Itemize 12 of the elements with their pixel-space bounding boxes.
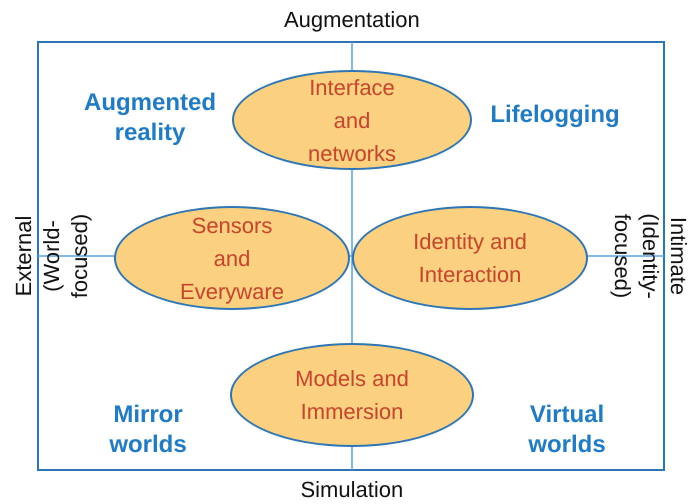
quadrant-label: Lifelogging [489, 100, 621, 130]
axis-label: Augmentation [284, 7, 420, 33]
topic-text: Sensors and Everyware [179, 212, 285, 306]
axis-label: Simulation [300, 477, 404, 503]
quadrant-label: Augmented reality [83, 88, 217, 148]
topic-text: Identity and Interaction [412, 228, 528, 289]
axis-label: Intimate (Identity- focused) [609, 212, 692, 301]
quadrant-label: Mirror worlds [108, 400, 188, 460]
axis-label: External (World- focused) [10, 212, 93, 300]
quadrant-label: Virtual worlds [527, 400, 607, 460]
topic-text: Models and Immersion [294, 365, 410, 426]
topic-text: Interface and networks [306, 74, 398, 168]
